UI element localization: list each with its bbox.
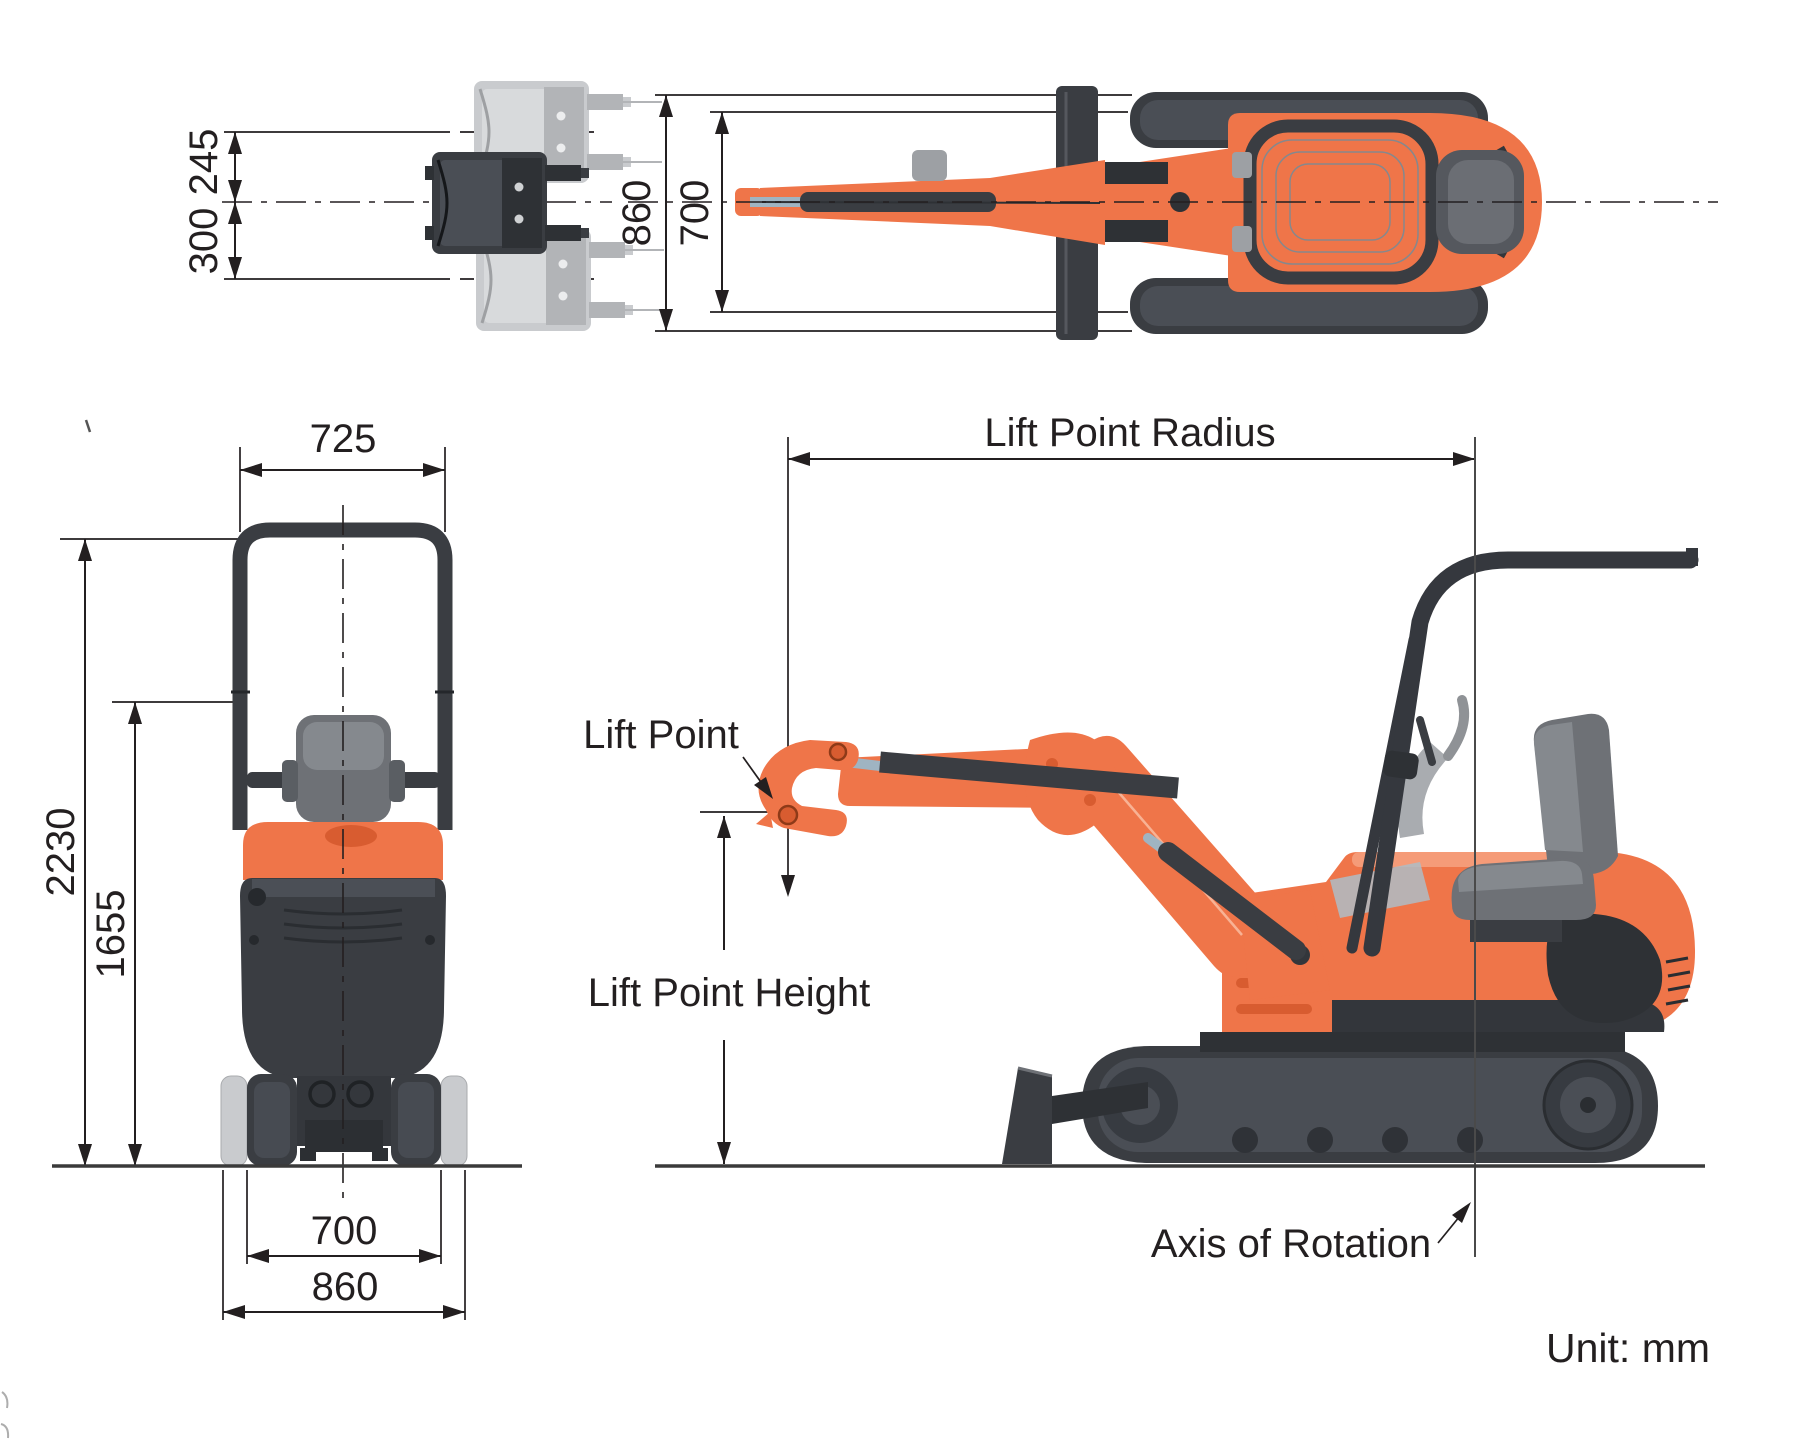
dim-front-overall-height: 2230 — [39, 808, 83, 897]
front-view-dim-lines — [60, 447, 446, 1166]
bucket-offset-top-view: 245 300 — [182, 81, 664, 331]
label-axis-of-rotation: Axis of Rotation — [1151, 1222, 1431, 1266]
dim-front-mid-height: 1655 — [89, 890, 133, 979]
front-seat — [282, 715, 405, 822]
side-seat — [1451, 713, 1618, 942]
side-console-levers — [1398, 695, 1470, 838]
lift-point-extension-arrow — [781, 875, 795, 897]
dim-bucket-upper-offset: 245 — [182, 129, 226, 196]
side-frame — [1200, 1032, 1625, 1052]
front-view: 725 2230 1655 700 860 — [39, 417, 522, 1320]
bucket-offset-dim-arrows — [228, 132, 242, 279]
label-lift-point-height: Lift Point Height — [588, 971, 870, 1015]
lift-point-height-dim — [700, 811, 772, 1164]
dim-front-overall-track-width: 860 — [312, 1265, 379, 1309]
page-edge-artifact — [0, 1391, 10, 1439]
stray-mark — [84, 419, 92, 433]
side-rops-canopy — [1346, 548, 1699, 957]
side-boom-arm — [756, 732, 1330, 1000]
label-lift-point-radius: Lift Point Radius — [984, 411, 1275, 455]
side-lift-hook — [756, 740, 859, 837]
unit-note: Unit: mm — [1546, 1325, 1710, 1371]
current-bucket — [425, 152, 589, 254]
lift-point-leader — [742, 756, 773, 799]
dim-front-canopy-width: 725 — [310, 417, 377, 461]
dim-top-overall-width: 860 — [615, 180, 659, 247]
machine-top-view: 860 700 — [615, 86, 1718, 340]
ghost-bucket-lower — [476, 229, 664, 331]
side-blade — [1002, 1066, 1148, 1164]
top-view-gray-pad — [912, 150, 947, 181]
front-lower-dims — [222, 1170, 466, 1320]
excavator-top-illustration — [735, 86, 1542, 340]
axis-of-rotation-leader — [1437, 1202, 1471, 1244]
top-view-boom-arm — [735, 150, 1105, 245]
dim-front-track-gauge: 700 — [311, 1209, 378, 1253]
label-lift-point: Lift Point — [583, 713, 739, 757]
excavator-side-illustration — [756, 548, 1699, 1164]
front-tracks — [220, 1074, 468, 1167]
excavator-front-illustration — [220, 522, 468, 1167]
side-view: Lift Point Radius Lift Point Lift Point … — [583, 411, 1705, 1266]
dim-bucket-lower-offset: 300 — [182, 208, 226, 275]
side-tracks — [1082, 1046, 1658, 1163]
dim-top-inner-width: 700 — [673, 180, 717, 247]
